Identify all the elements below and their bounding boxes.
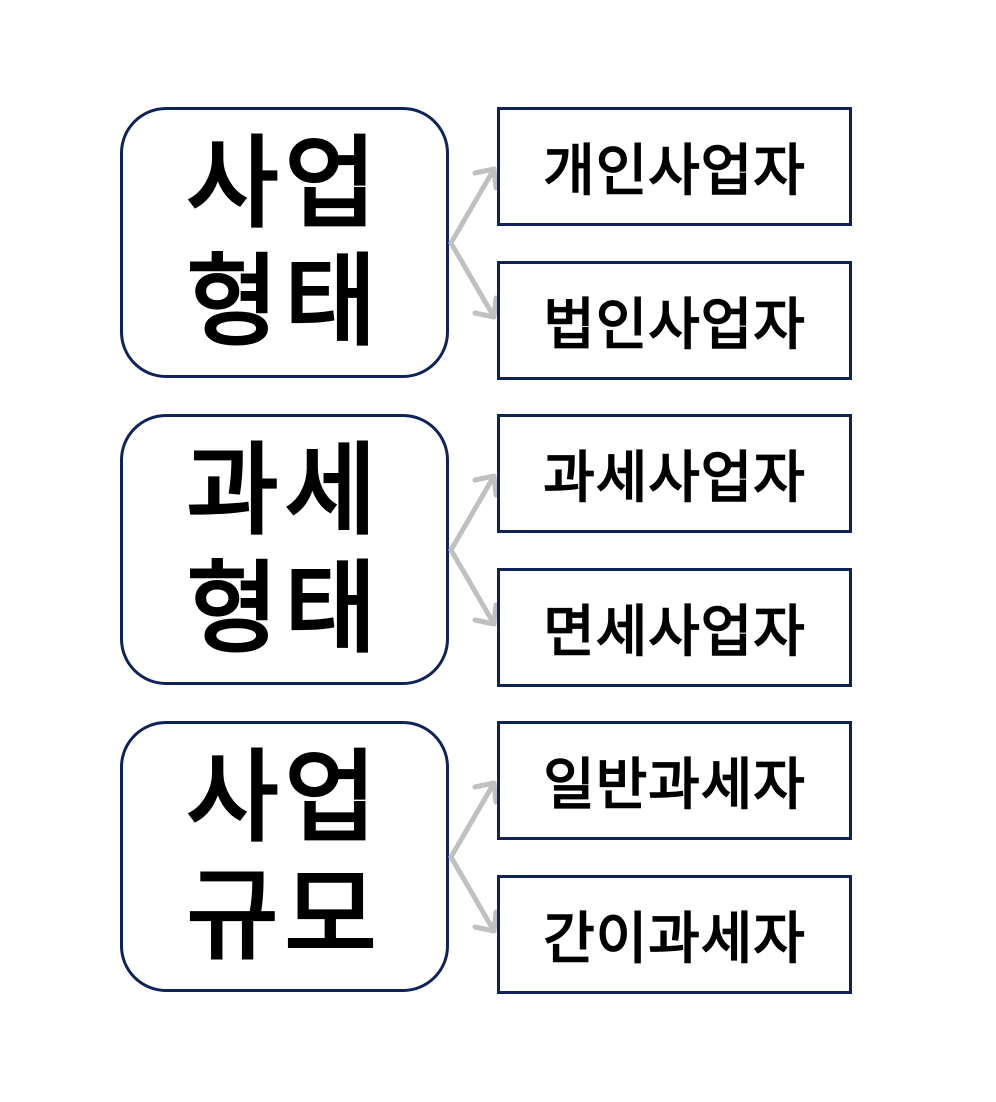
category-line-1: 사업: [186, 124, 383, 242]
category-line-1: 사업: [186, 738, 383, 856]
type-box-bottom: 법인사업자: [497, 261, 852, 380]
group-business-form: 사업 형태 개인사업자 법인사업자: [0, 107, 996, 382]
category-line-2: 형태: [186, 242, 383, 360]
type-label: 일반과세자: [543, 753, 806, 818]
type-box-top: 과세사업자: [497, 414, 852, 533]
group-business-scale: 사업 규모 일반과세자 간이과세자: [0, 721, 996, 996]
type-label: 간이과세자: [543, 907, 806, 972]
type-label: 개인사업자: [543, 139, 806, 204]
category-line-2: 형태: [186, 549, 383, 667]
branch-arrows: [448, 166, 499, 320]
type-label: 면세사업자: [543, 600, 806, 665]
arrow-to-bottom-type: [448, 854, 499, 934]
type-box-bottom: 면세사업자: [497, 568, 852, 687]
arrow-to-bottom-type: [448, 240, 499, 320]
type-box-top: 일반과세자: [497, 721, 852, 840]
category-line-2: 규모: [186, 856, 383, 974]
arrow-to-top-type: [448, 166, 499, 246]
branch-arrows: [448, 780, 499, 934]
branch-arrows: [448, 473, 499, 627]
category-line-1: 과세: [186, 431, 383, 549]
arrow-to-bottom-type: [448, 547, 499, 627]
category-box: 사업 형태: [120, 107, 449, 378]
type-box-top: 개인사업자: [497, 107, 852, 226]
arrow-to-top-type: [448, 780, 499, 860]
arrow-to-top-type: [448, 473, 499, 553]
type-label: 법인사업자: [543, 293, 806, 358]
category-box: 사업 규모: [120, 721, 449, 992]
category-box: 과세 형태: [120, 414, 449, 685]
group-tax-form: 과세 형태 과세사업자 면세사업자: [0, 414, 996, 689]
type-box-bottom: 간이과세자: [497, 875, 852, 994]
type-label: 과세사업자: [543, 446, 806, 511]
